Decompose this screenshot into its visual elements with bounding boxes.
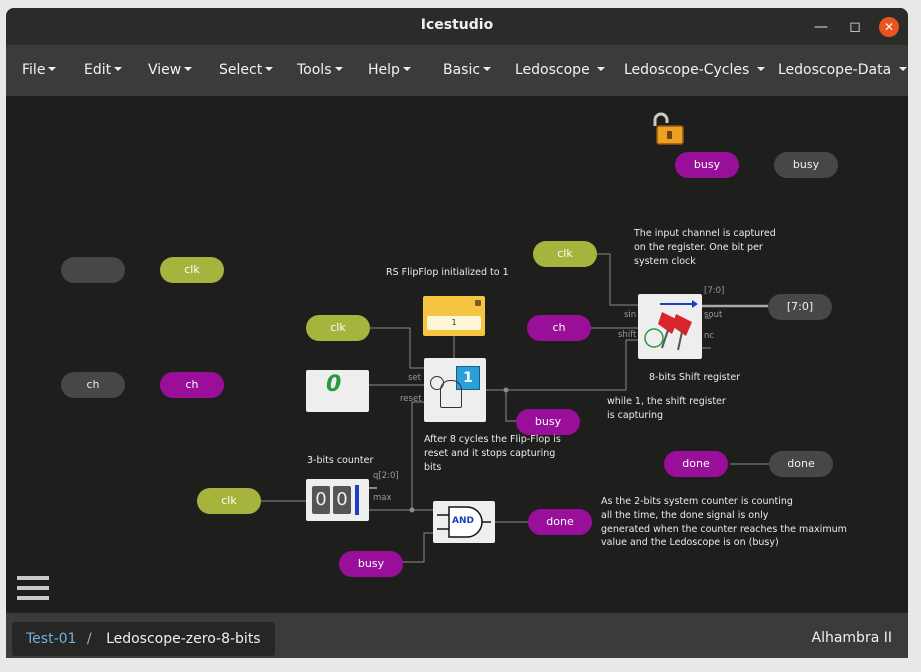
caret-down-icon [483, 67, 492, 71]
counter-digit-2: 0 [333, 486, 351, 514]
menu-edit-label: Edit [84, 62, 112, 78]
menu-ledoscope-data[interactable]: Ledoscope-Data [778, 62, 907, 78]
note-counter: 3-bits counter [307, 455, 374, 466]
menu-basic[interactable]: Basic [443, 62, 492, 78]
port-max: max [373, 493, 392, 503]
counter-digit-1: 0 [312, 486, 330, 514]
port-range: [7:0] [704, 286, 725, 296]
lock-icon [475, 300, 481, 306]
ch-label[interactable]: ch [160, 372, 224, 398]
menu-select[interactable]: Select [219, 62, 274, 78]
done-output-port[interactable]: done [769, 451, 833, 477]
menu-ledoscope-cycles[interactable]: Ledoscope-Cycles [624, 62, 765, 78]
clk-label-mid[interactable]: clk [306, 315, 370, 341]
close-button[interactable]: ✕ [879, 17, 899, 37]
minimize-button[interactable]: — [814, 19, 828, 35]
and-gate-icon [437, 506, 491, 538]
rs-flipflop-block[interactable]: 1 [424, 358, 486, 422]
menu-bar: File Edit View Select Tools Help Basic L… [6, 45, 908, 97]
port-nc: nc [704, 331, 715, 341]
footer-bar: Test-01 / Ledoscope-zero-8-bits Alhambra… [6, 612, 908, 658]
ch-label-mid[interactable]: ch [527, 315, 591, 341]
menu-hamburger-icon[interactable] [17, 576, 49, 606]
menu-select-label: Select [219, 62, 263, 78]
caret-down-icon [334, 67, 343, 71]
caret-down-icon [114, 67, 123, 71]
menu-view-label: View [148, 62, 182, 78]
note-counting: As the 2-bits system counter is counting… [601, 496, 847, 549]
shift-register-block[interactable] [638, 294, 702, 359]
maximize-button[interactable]: ◻ [849, 19, 861, 35]
pushpin-icon [644, 300, 698, 351]
note-shift-register: 8-bits Shift register [649, 372, 741, 383]
menu-view[interactable]: View [148, 62, 193, 78]
menu-file[interactable]: File [22, 62, 57, 78]
bell-icon [440, 380, 462, 408]
menu-ledoscope[interactable]: Ledoscope [515, 62, 606, 78]
clk-label-bottom[interactable]: clk [197, 488, 261, 514]
caret-down-icon [898, 67, 907, 71]
constant-block[interactable]: 1 [423, 296, 485, 336]
unlocked-padlock-icon[interactable] [649, 112, 685, 146]
clk-label[interactable]: clk [160, 257, 224, 283]
menu-basic-label: Basic [443, 62, 481, 78]
data-output-port[interactable]: [7:0] [768, 294, 832, 320]
menu-tools[interactable]: Tools [297, 62, 343, 78]
clk-input-port[interactable] [61, 257, 125, 283]
caret-down-icon [265, 67, 274, 71]
menu-ledoscope-label: Ledoscope [515, 62, 590, 78]
menu-help[interactable]: Help [368, 62, 411, 78]
note-shift-capturing: while 1, the shift register is capturing [607, 396, 726, 421]
circuit-canvas[interactable]: busy busy clk ch ch clk clk ch [7:0] bus… [6, 96, 908, 612]
breadcrumb: Test-01 / Ledoscope-zero-8-bits [12, 622, 275, 656]
caret-down-icon [48, 67, 57, 71]
window-title: Icestudio [420, 17, 494, 33]
caret-down-icon [756, 67, 765, 71]
app-window: Icestudio — ◻ ✕ File Edit View Select To… [6, 8, 908, 658]
menu-ledoscope-cycles-label: Ledoscope-Cycles [624, 62, 750, 78]
busy-input-label[interactable]: busy [675, 152, 739, 178]
port-shift: shift [618, 330, 637, 340]
done-label-mid[interactable]: done [528, 509, 592, 535]
done-input-label[interactable]: done [664, 451, 728, 477]
port-set: set [408, 373, 421, 383]
zero-value: 0 [326, 372, 342, 397]
breadcrumb-separator: / [86, 631, 92, 647]
board-name[interactable]: Alhambra II [811, 630, 893, 646]
busy-label-bottom[interactable]: busy [339, 551, 403, 577]
ch-input-port[interactable]: ch [61, 372, 125, 398]
menu-tools-label: Tools [297, 62, 332, 78]
zero-block[interactable]: 0 [306, 370, 369, 412]
note-ff-reset: After 8 cycles the Flip-Flop is reset an… [424, 434, 561, 473]
caret-down-icon [597, 67, 606, 71]
menu-file-label: File [22, 62, 46, 78]
and-label: AND [452, 516, 474, 526]
menu-edit[interactable]: Edit [84, 62, 123, 78]
constant-value: 1 [427, 316, 481, 330]
port-reset: reset [400, 394, 422, 404]
caret-down-icon [184, 67, 193, 71]
clk-label-top[interactable]: clk [533, 241, 597, 267]
breadcrumb-file: Ledoscope-zero-8-bits [106, 631, 261, 647]
port-q20: q[2:0] [373, 471, 399, 481]
counter-block[interactable]: 0 0 [306, 479, 369, 521]
title-bar: Icestudio — ◻ ✕ [6, 8, 908, 45]
menu-help-label: Help [368, 62, 400, 78]
note-register: The input channel is captured on the reg… [634, 228, 776, 267]
port-sout: sout [704, 310, 723, 320]
note-ff-title: RS FlipFlop initialized to 1 [386, 267, 509, 278]
busy-output-port[interactable]: busy [774, 152, 838, 178]
menu-ledoscope-data-label: Ledoscope-Data [778, 62, 892, 78]
breadcrumb-project[interactable]: Test-01 [26, 631, 77, 647]
busy-label-mid[interactable]: busy [516, 409, 580, 435]
and-gate-block[interactable]: AND [433, 501, 495, 543]
port-sin: sin [624, 310, 637, 320]
caret-down-icon [402, 67, 411, 71]
up-arrow-icon [355, 485, 359, 515]
